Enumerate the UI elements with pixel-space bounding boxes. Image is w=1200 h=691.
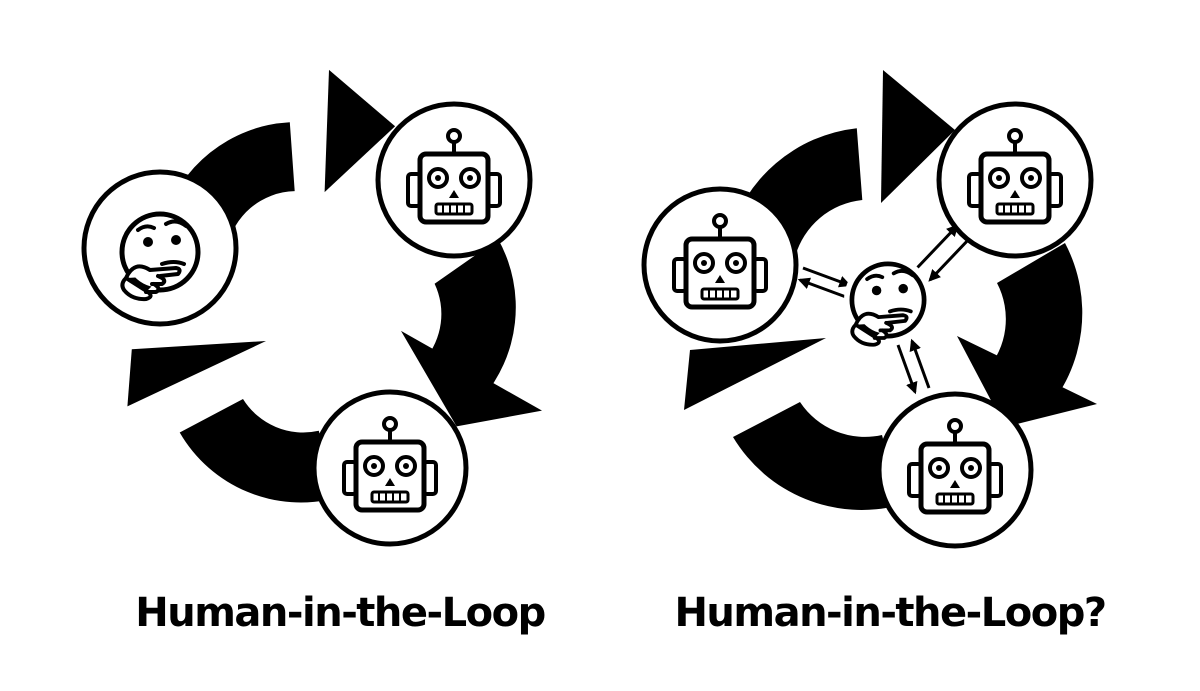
right-node-robot-left bbox=[641, 186, 799, 344]
left-loop-arrowhead bbox=[324, 69, 396, 193]
left-loop-arrowhead bbox=[401, 330, 542, 427]
connector-arrow bbox=[797, 277, 847, 299]
left-loop-arrowhead bbox=[127, 341, 267, 407]
left-node-human bbox=[81, 169, 239, 327]
right-loop-arrowhead bbox=[881, 70, 955, 203]
connector-arrow bbox=[909, 338, 931, 389]
right-node-robot-bottom bbox=[876, 391, 1034, 549]
right-connector-arrows bbox=[797, 224, 972, 395]
connector-arrow bbox=[928, 236, 972, 282]
connector-arrow bbox=[915, 224, 959, 270]
left-loop-arrow bbox=[179, 399, 337, 503]
right-loop-arrowhead bbox=[957, 336, 1097, 427]
right-node-robot-top bbox=[936, 101, 1094, 259]
right-node-human-center bbox=[844, 256, 932, 345]
connector-arrow bbox=[896, 344, 918, 395]
connector-arrow bbox=[802, 266, 852, 288]
right-loop-arrowhead bbox=[684, 338, 826, 410]
right-cycle-diagram bbox=[641, 70, 1097, 549]
left-node-robot-top bbox=[375, 101, 533, 259]
right-loop-arrow bbox=[733, 402, 900, 510]
left-node-robot-bottom bbox=[311, 389, 469, 547]
left-cycle-diagram bbox=[81, 69, 542, 547]
left-diagram-caption: Human-in-the-Loop bbox=[135, 590, 546, 636]
right-diagram-caption: Human-in-the-Loop? bbox=[674, 590, 1107, 636]
